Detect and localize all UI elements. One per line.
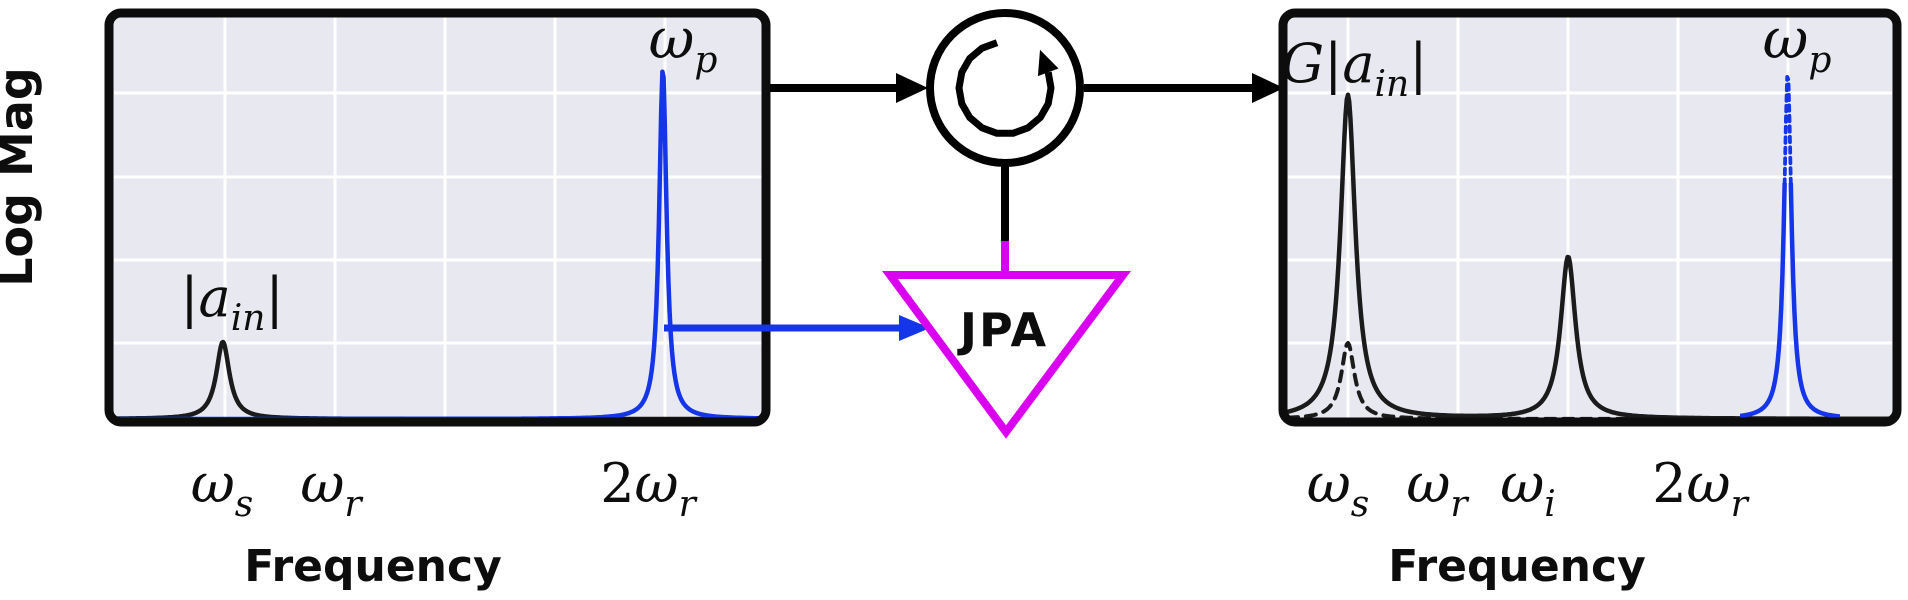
y-axis-label: Log Mag: [0, 67, 43, 287]
x-axis-label: Frequency: [1388, 541, 1646, 592]
tick-omega-s: ωs: [191, 452, 254, 525]
input-signal-label: |ain|: [180, 266, 283, 339]
circulator-icon: [926, 9, 1084, 167]
pump-label: ωp: [649, 7, 718, 81]
signal-flow: JPA: [664, 9, 1284, 439]
plot-background: [110, 14, 766, 422]
plot-border: [1278, 8, 1902, 427]
plot-background: [1284, 14, 1896, 422]
tick-omega-s: ωs: [1307, 452, 1370, 525]
jpa-label: JPA: [957, 303, 1048, 357]
grid-lines: [114, 17, 762, 419]
input-spectrum-panel: |ain| ωp Log Mag ωs ωr 2ωr Frequency: [0, 7, 771, 592]
arrow-circulator-to-output: [1084, 73, 1284, 103]
jpa-amplifier-icon: JPA: [882, 271, 1131, 439]
x-axis-label: Frequency: [244, 541, 502, 592]
tick-omega-i: ωi: [1500, 452, 1556, 525]
arrow-input-to-circulator: [770, 73, 928, 103]
tick-two-omega-r: 2ωr: [600, 452, 697, 525]
circulator-arc-arrowhead: [1037, 49, 1059, 77]
grid-lines: [1288, 17, 1892, 419]
tick-omega-r: ωr: [1406, 452, 1469, 525]
plot-border: [104, 8, 771, 427]
tick-two-omega-r: 2ωr: [1652, 452, 1749, 525]
amplified-signal-label: G|ain|: [1281, 32, 1427, 105]
tick-omega-r: ωr: [300, 452, 363, 525]
pump-label: ωp: [1763, 7, 1832, 81]
output-spectrum-panel: G|ain| ωp ωs ωr ωi 2ωr Frequency: [1278, 7, 1902, 592]
pump-arrow: [664, 315, 930, 341]
depleted-pump-curve-base: [1740, 183, 1840, 419]
